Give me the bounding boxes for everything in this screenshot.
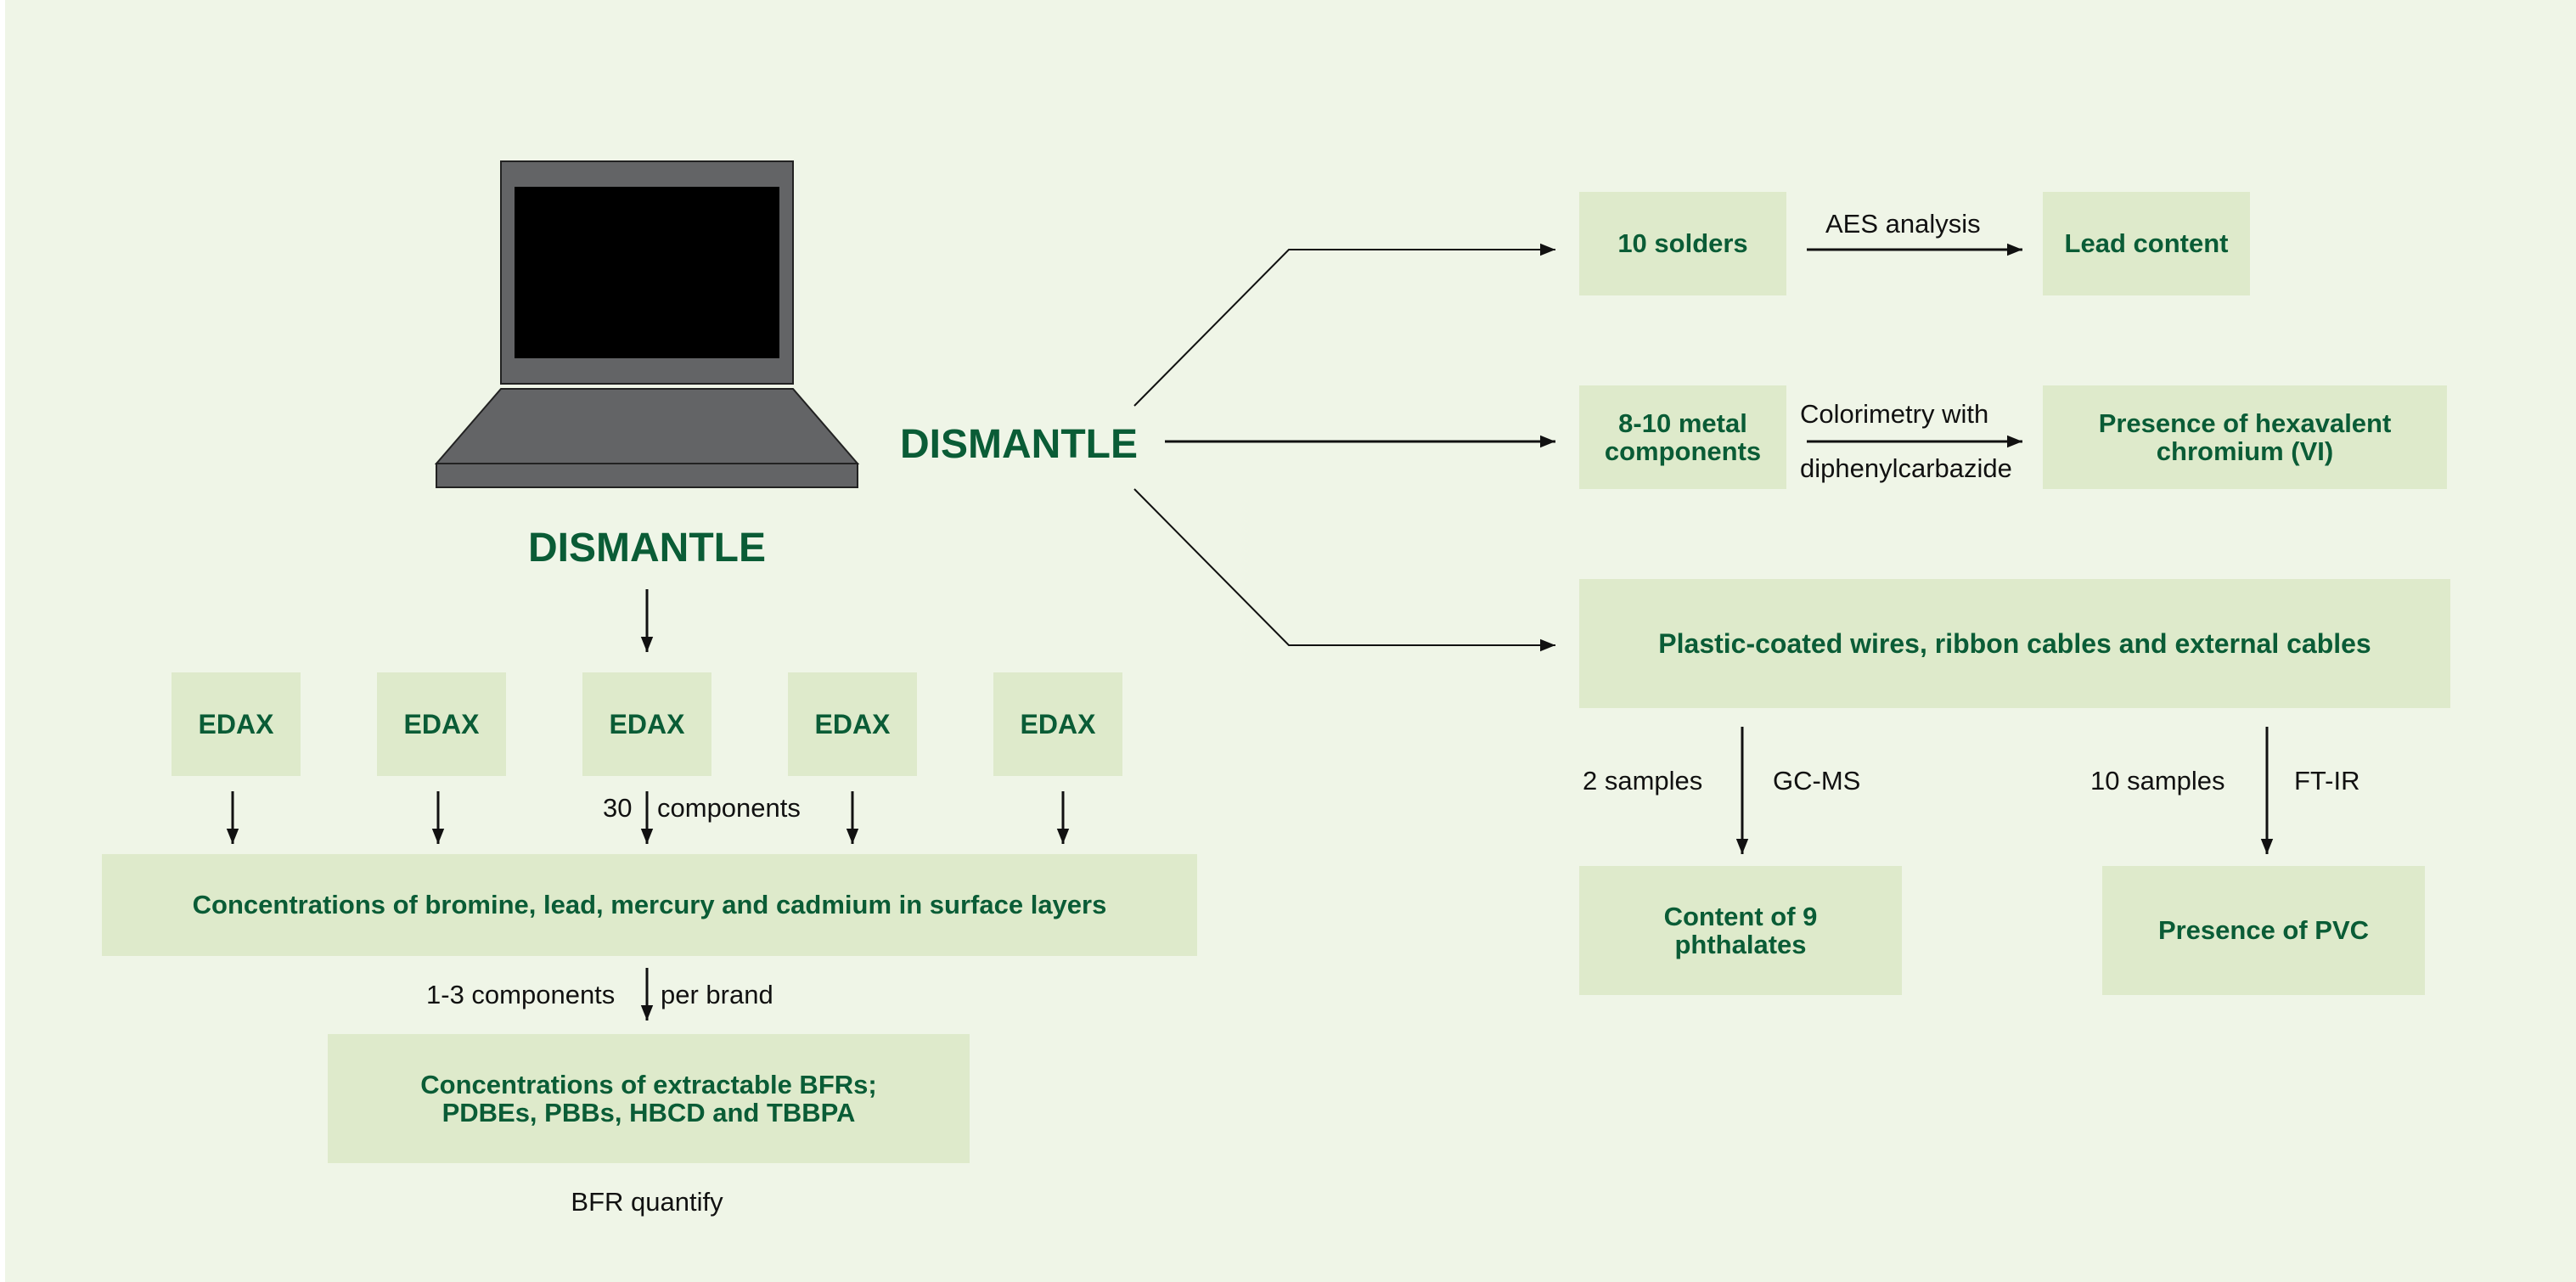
chromium-box-line-1: Presence of hexavalent	[2098, 408, 2392, 438]
plastic-wires-box: Plastic-coated wires, ribbon cables and …	[1579, 579, 2450, 708]
ftir-method-label: FT-IR	[2294, 766, 2360, 796]
colorimetry-label-line-1: Colorimetry with	[1800, 399, 1989, 429]
edax-box-1: EDAX	[172, 672, 301, 776]
edax-box-3: EDAX	[582, 672, 711, 776]
phthalates-box: Content of 9 phthalates	[1579, 866, 1902, 995]
components-count-label: 30	[603, 793, 633, 823]
dismantle-to-wires-arrow	[1133, 488, 1555, 652]
gcms-samples-label: 2 samples	[1583, 766, 1703, 796]
bfr-box-line-1: Concentrations of extractable BFRs;	[420, 1069, 877, 1099]
ftir-samples-label: 10 samples	[2090, 766, 2225, 796]
surface-concentrations-box: Concentrations of bromine, lead, mercury…	[102, 854, 1197, 956]
connector-layer	[226, 160, 2274, 1021]
chromium-box-line-2: chromium (VI)	[2156, 436, 2334, 466]
pvc-presence-box: Presence of PVC	[2102, 866, 2425, 995]
metal-components-box: 8-10 metal components	[1579, 385, 1786, 489]
hexavalent-chromium-box: Presence of hexavalent chromium (VI)	[2043, 385, 2447, 489]
metal-box-line-1: 8-10 metal	[1618, 408, 1747, 438]
edax-box-4: EDAX	[788, 672, 917, 776]
bfr-box-line-2: PDBEs, PBBs, HBCD and TBBPA	[442, 1098, 856, 1127]
colorimetry-label-line-2: diphenylcarbazide	[1800, 453, 2012, 483]
edax-box-2: EDAX	[377, 672, 506, 776]
components-word-label: components	[657, 793, 801, 823]
solders-box: 10 solders	[1579, 192, 1786, 295]
dismantle-label-left: DISMANTLE	[528, 526, 766, 571]
phthalates-box-line-1: Content of 9	[1663, 901, 1818, 931]
laptop-icon	[434, 160, 860, 488]
per-brand-label: per brand	[661, 980, 773, 1009]
phthalates-box-line-2: phthalates	[1674, 930, 1807, 959]
diagram-canvas: DISMANTLE EDAX EDAX EDAX EDAX EDAX 30 co…	[5, 0, 2576, 1282]
dismantle-to-solders-arrow	[1133, 243, 1555, 407]
dismantle-label-right: DISMANTLE	[900, 422, 1138, 467]
bfr-concentrations-box: Concentrations of extractable BFRs; PDBE…	[328, 1034, 970, 1163]
edax-box-5: EDAX	[993, 672, 1122, 776]
bfr-quantify-caption: BFR quantify	[571, 1187, 723, 1217]
per-brand-count-label: 1-3 components	[426, 980, 616, 1009]
lead-content-box: Lead content	[2043, 192, 2250, 295]
metal-box-line-2: components	[1604, 436, 1762, 466]
gcms-method-label: GC-MS	[1773, 766, 1861, 796]
aes-analysis-label: AES analysis	[1825, 209, 1981, 239]
